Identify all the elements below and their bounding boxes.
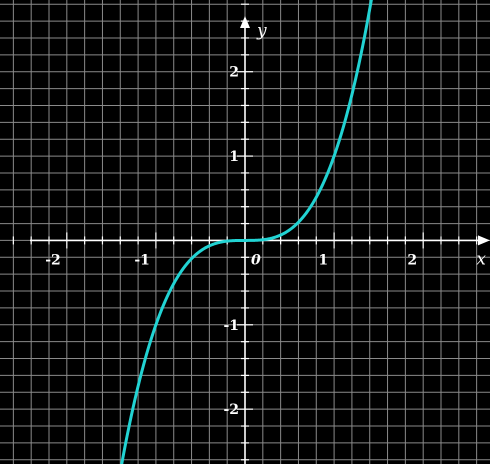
y-axis-label: y [256,21,267,41]
curve-layer [120,0,373,464]
y-tick-label: -1 [223,318,239,334]
origin-label: 0 [251,252,261,268]
x-tick-label: -2 [45,252,61,268]
data-point [368,7,371,10]
x-axis-label: x [476,249,486,269]
data-point [208,244,211,247]
x-tick-label: -1 [134,252,150,268]
data-point [172,282,175,285]
data-point [137,385,140,388]
labels: -2 -1 1 2 -2 -1 1 2 0 x y [45,21,486,418]
data-point [261,238,264,241]
data-point [333,155,336,158]
data-point [154,323,157,326]
data-point [279,234,282,237]
y-tick-label: -2 [223,402,239,418]
y-tick-label: 2 [229,65,239,81]
y-axis-arrow [240,16,250,28]
data-point [350,93,353,96]
data-point [315,196,318,199]
data-point [190,257,193,260]
data-point [226,240,229,243]
x-tick-label: 2 [407,252,417,268]
data-point [297,221,300,224]
x-axis-arrow [478,235,490,246]
curve-series [120,0,373,464]
x-tick-label: 1 [318,252,328,268]
data-point [244,239,247,242]
y-tick-label: 1 [229,149,239,165]
